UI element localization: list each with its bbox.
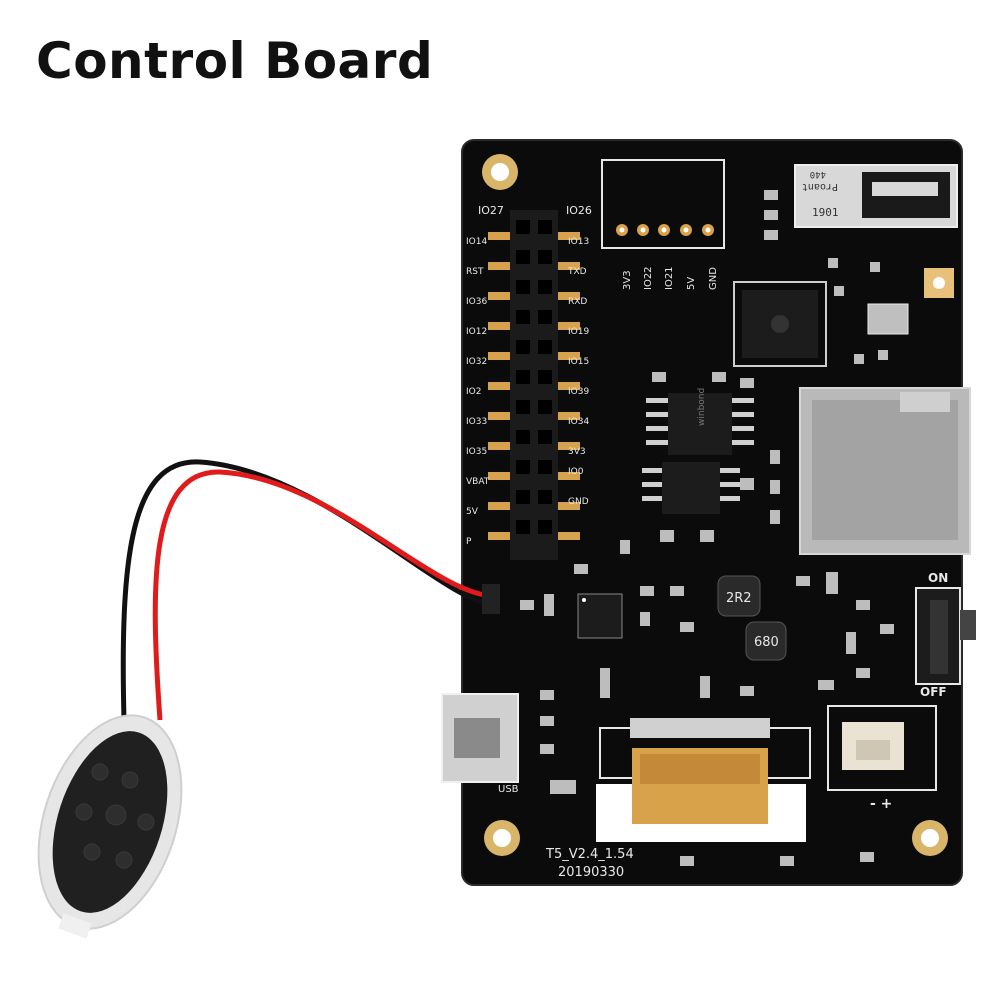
- connector-pin-label: IO22: [643, 266, 654, 290]
- header-right-label: IO19: [568, 327, 589, 337]
- connector-pin-label: 3V3: [622, 270, 633, 290]
- inductor: [717, 575, 761, 617]
- mounting-hole-icon: [482, 154, 948, 856]
- display-fpc: [596, 718, 811, 842]
- header-left-label: 5V: [466, 507, 479, 517]
- speaker-wires: [120, 459, 500, 721]
- board-model-label: T5_V2.4_1.54: [545, 847, 634, 862]
- inductor: [745, 621, 787, 661]
- header-right-label: TXD: [567, 267, 587, 277]
- header-right-label: IO15: [568, 357, 589, 367]
- header-right-label: GND: [568, 497, 589, 507]
- power-switch: [915, 587, 976, 685]
- sd-card-slot: [799, 387, 971, 555]
- page-title: Control Board: [36, 32, 434, 90]
- flash-chip: [646, 393, 754, 455]
- battery-polarity-label: - +: [870, 796, 892, 812]
- header-label-top-right: IO26: [566, 204, 592, 217]
- esp32-chip: [733, 281, 827, 367]
- antenna-text: Proant: [802, 181, 838, 192]
- connector-pin-label: 5V: [686, 277, 697, 290]
- header-right-label: IO34: [568, 417, 589, 427]
- header-right-label: 3V3: [568, 447, 586, 457]
- header-left-label: IO36: [466, 297, 487, 307]
- header-right-label: IO13: [568, 237, 589, 247]
- inductor-label: 680: [754, 635, 779, 650]
- header-right-labels: IO13 TXD RXD IO19 IO15 IO39 IO34 3V3 IO0…: [567, 237, 589, 507]
- audio-chip: [577, 593, 623, 639]
- connector-pin-label: IO21: [664, 266, 675, 290]
- psram-chip: [642, 462, 740, 514]
- switch-off-label: OFF: [920, 685, 947, 699]
- header-left-label: P: [466, 537, 472, 547]
- header-left-label: VBAT: [466, 477, 490, 487]
- crystal: [867, 303, 909, 335]
- connector-pin-label: GND: [708, 267, 719, 290]
- usb-label: USB: [498, 784, 519, 795]
- header-left-label: IO2: [466, 387, 481, 397]
- header-left-label: IO12: [466, 327, 487, 337]
- five-pin-connector: [601, 159, 725, 249]
- antenna-text: 1901: [812, 206, 839, 219]
- header-left-labels: IO14 RST IO36 IO12 IO32 IO2 IO33 IO35 VB…: [466, 237, 490, 547]
- ufl-connector: [924, 268, 954, 298]
- usb-port: [441, 693, 519, 783]
- battery-connector: [827, 705, 937, 791]
- antenna: [794, 164, 958, 228]
- chip-brand: winbond: [697, 388, 707, 426]
- header-left-label: IO14: [466, 237, 487, 247]
- header-left-label: IO35: [466, 447, 487, 457]
- header-right-label: RXD: [568, 297, 587, 307]
- inductor-label: 2R2: [726, 591, 752, 606]
- header-right-label: IO0: [568, 467, 584, 477]
- pin-header: [488, 210, 580, 560]
- header-left-label: RST: [466, 267, 484, 277]
- header-left-label: IO33: [466, 417, 487, 427]
- pcb-board: IO27 IO26 IO14 RST IO36 IO12 IO32 IO2 IO…: [441, 139, 976, 886]
- speaker-icon: [37, 714, 183, 939]
- antenna-text: 440: [810, 169, 826, 179]
- board-date-label: 20190330: [558, 865, 624, 880]
- header-label-top-left: IO27: [478, 204, 504, 217]
- smd-components: [520, 190, 894, 866]
- header-left-label: IO32: [466, 357, 487, 367]
- switch-on-label: ON: [928, 571, 948, 585]
- header-right-label: IO39: [568, 387, 589, 397]
